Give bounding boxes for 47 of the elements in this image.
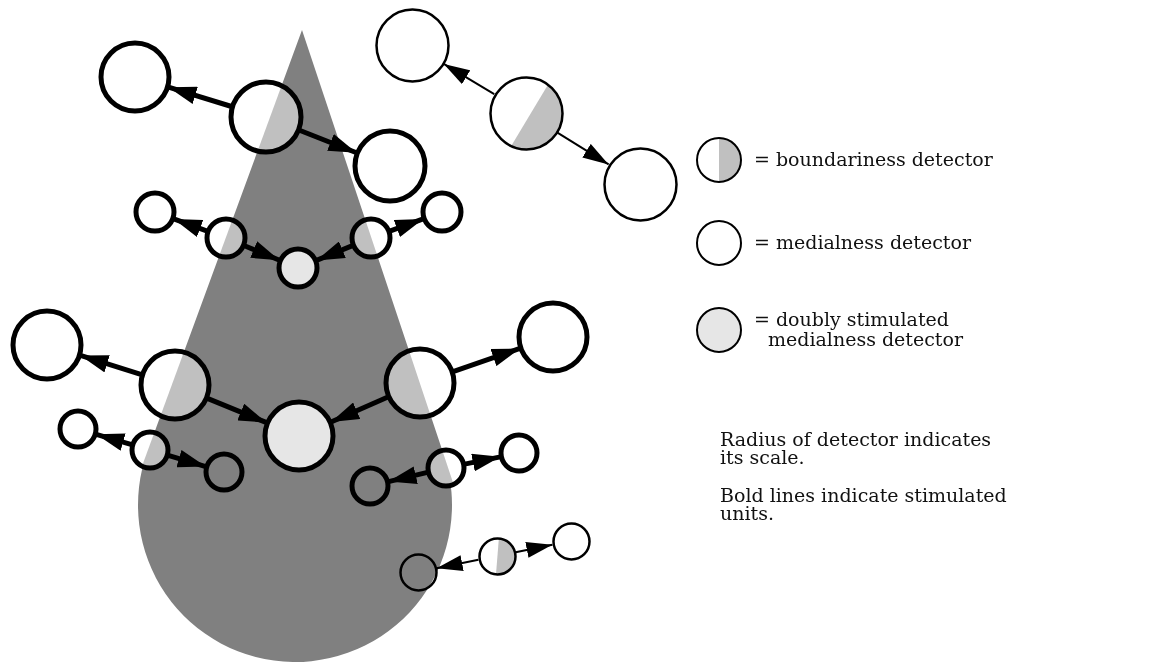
detector-circle [397, 551, 439, 593]
legend-text: = medialness detector [754, 233, 972, 253]
arrow [556, 131, 610, 166]
arrow [435, 555, 480, 571]
detector-circle [131, 188, 179, 236]
detector-circle [347, 463, 393, 509]
detector-circle [201, 449, 247, 495]
detector-circle [55, 406, 101, 452]
detector-circle [350, 126, 430, 206]
legend-text: = boundariness detector [754, 150, 994, 170]
detector-circle [418, 188, 466, 236]
detector-circle [347, 214, 395, 262]
arrow [442, 62, 496, 96]
arrow [452, 346, 521, 374]
detector-circle [487, 74, 565, 152]
detector-circle [423, 445, 469, 491]
detector-circle [550, 520, 592, 562]
arrow [315, 241, 354, 263]
detector-circle [202, 214, 250, 262]
arrow [298, 127, 358, 156]
legend-text: = doubly stimulated medialness detector [754, 310, 964, 350]
detector-circle [373, 6, 451, 84]
arrow [330, 394, 389, 425]
arrow [388, 216, 425, 237]
detector-circle [136, 346, 214, 424]
arrow [79, 353, 143, 377]
arrow [95, 431, 133, 451]
arrow [514, 542, 554, 558]
note-text: Radius of detector indicates its scale. [720, 430, 993, 467]
arrow [167, 84, 233, 109]
detector-circle [476, 535, 518, 577]
note-text: Bold lines indicate stimulated units. [720, 486, 1008, 523]
arrow [172, 216, 209, 237]
detector-circle [496, 430, 542, 476]
detector-circle [8, 306, 86, 384]
detector-circle [226, 77, 306, 157]
arrow [464, 453, 501, 472]
detector-circle [274, 244, 322, 292]
detector-circle [514, 298, 592, 376]
arrow [387, 466, 429, 485]
detector-circle [127, 427, 173, 473]
detector-circle [381, 344, 459, 422]
detector-circle [260, 397, 338, 475]
arrow [206, 396, 268, 425]
detector-circle [601, 145, 679, 223]
detector-circle [96, 38, 174, 116]
arrow [243, 241, 281, 263]
